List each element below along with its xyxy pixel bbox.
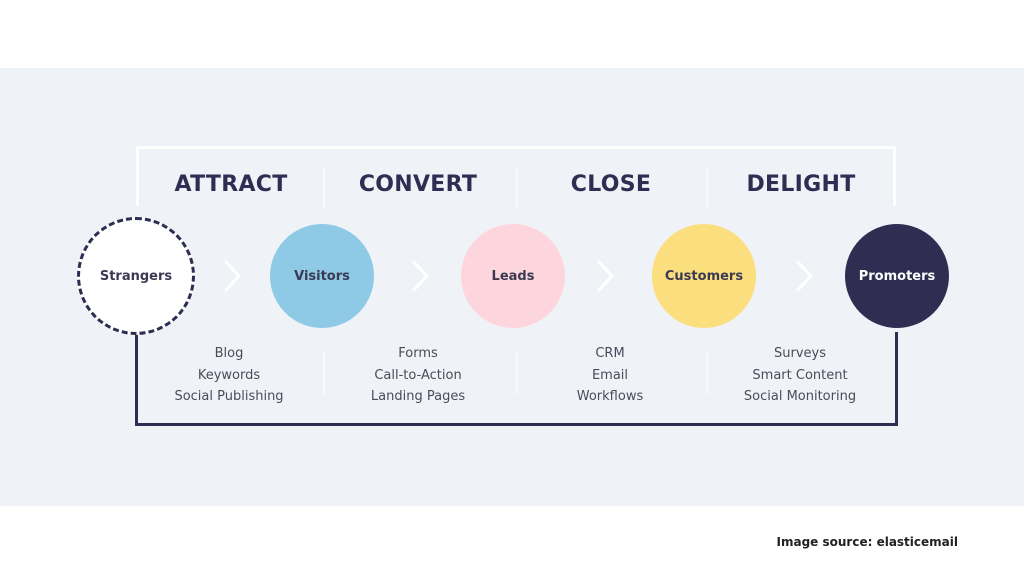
chevron-right-icon xyxy=(795,259,814,293)
chevron-right-icon xyxy=(596,259,615,293)
image-source-caption: Image source: elasticemail xyxy=(776,535,958,549)
tool-item: Social Monitoring xyxy=(743,389,857,404)
tools-divider xyxy=(706,352,708,394)
chevron-right-icon xyxy=(411,259,430,293)
node-visitors: Visitors xyxy=(270,224,374,328)
tool-item: Call-to-Action xyxy=(374,367,462,383)
chevron-right-icon xyxy=(223,259,242,293)
node-leads: Leads xyxy=(461,224,565,328)
node-label: Leads xyxy=(491,268,535,284)
tools-divider xyxy=(323,352,325,394)
tool-item: Social Publishing xyxy=(174,389,284,404)
tool-item: Blog xyxy=(214,346,244,361)
node-customers: Customers xyxy=(652,224,756,328)
node-promoters: Promoters xyxy=(845,224,949,328)
stage-attract: ATTRACT xyxy=(174,172,288,197)
stage-convert: CONVERT xyxy=(358,172,478,197)
stage-divider xyxy=(706,168,708,208)
node-label: Promoters xyxy=(858,268,936,284)
tool-item: Workflows xyxy=(576,389,644,404)
stage-divider xyxy=(516,168,518,208)
tool-item: Smart Content xyxy=(752,367,848,383)
node-label: Strangers xyxy=(99,268,173,284)
stage-close: CLOSE xyxy=(570,172,652,197)
tool-item: Email xyxy=(591,367,629,383)
return-loop-line xyxy=(135,332,898,426)
tools-close: CRM Email Workflows xyxy=(515,343,705,408)
node-label: Visitors xyxy=(294,268,350,284)
tool-item: Landing Pages xyxy=(370,389,466,404)
node-label: Customers xyxy=(664,268,744,284)
stage-divider xyxy=(323,168,325,208)
stage-delight: DELIGHT xyxy=(746,172,856,197)
tool-item: Surveys xyxy=(774,346,826,361)
top-bracket-line xyxy=(136,146,896,206)
node-strangers: Strangers xyxy=(77,217,195,335)
tools-convert: Forms Call-to-Action Landing Pages xyxy=(323,343,513,408)
tool-item: CRM xyxy=(595,346,625,361)
tools-attract: Blog Keywords Social Publishing xyxy=(134,343,324,408)
tool-item: Forms xyxy=(398,346,438,361)
tools-divider xyxy=(516,352,518,394)
tool-item: Keywords xyxy=(197,367,261,383)
tools-delight: Surveys Smart Content Social Monitoring xyxy=(705,343,895,408)
